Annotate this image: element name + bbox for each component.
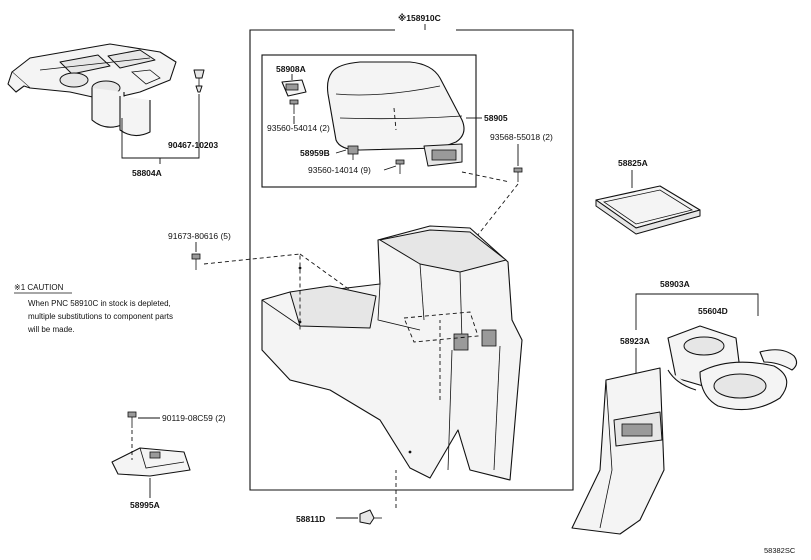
label-58995A[interactable]: 58995A [130,500,160,510]
label-55604D[interactable]: 55604D [698,306,728,316]
tray-mat-58825A [595,185,701,235]
console-assembly-frame: ※158910C [249,13,574,491]
bolt-58959B [347,145,359,160]
figure-code: 58382SC [764,546,796,555]
label-58804A[interactable]: 58804A [132,168,162,178]
label-58923A[interactable]: 58923A [620,336,650,346]
screw-91673-80616 [191,253,201,270]
label-58903A[interactable]: 58903A [660,279,690,289]
armrest-subassembly-box [261,54,477,188]
label-93568-55018[interactable]: 93568-55018 (2) [490,132,553,142]
label-58905[interactable]: 58905 [484,113,508,123]
screw-93560-14014 [395,159,405,174]
bracket-58995A [111,447,191,477]
caution-line-1: When PNC 58910C in stock is depleted, [28,299,171,308]
cup-holder-55604D [667,325,798,411]
clip-58811D [359,509,382,525]
screw-93568-55018 [513,167,523,182]
label-58825A[interactable]: 58825A [618,158,648,168]
shift-panel-58804A [7,43,177,137]
assembly-label[interactable]: ※158910C [398,13,441,23]
console-box [261,225,523,481]
armrest-lid-58905 [326,61,465,167]
screw-90119-08C59 [127,411,137,428]
rear-panel-58923A [571,367,665,535]
hinge-58908A [281,79,307,97]
label-58959B[interactable]: 58959B [300,148,330,158]
caution-line-2: multiple substitutions to component part… [28,312,173,321]
caution-line-3: will be made. [27,325,75,334]
label-91673-80616[interactable]: 91673-80616 (5) [168,231,231,241]
label-58811D[interactable]: 58811D [296,514,325,524]
caution-note: ※1 CAUTION When PNC 58910C in stock is d… [14,283,173,334]
label-90119-08C59[interactable]: 90119-08C59 (2) [162,413,226,423]
caution-title: ※1 CAUTION [14,283,64,292]
label-90467-10203[interactable]: 90467-10203 [168,140,218,150]
label-58908A[interactable]: 58908A [276,64,306,74]
clip-90467-10203 [193,69,205,93]
label-93560-14014[interactable]: 93560-14014 (9) [308,165,371,175]
screw-93560-54014 [289,99,299,114]
label-93560-54014[interactable]: 93560-54014 (2) [267,123,330,133]
